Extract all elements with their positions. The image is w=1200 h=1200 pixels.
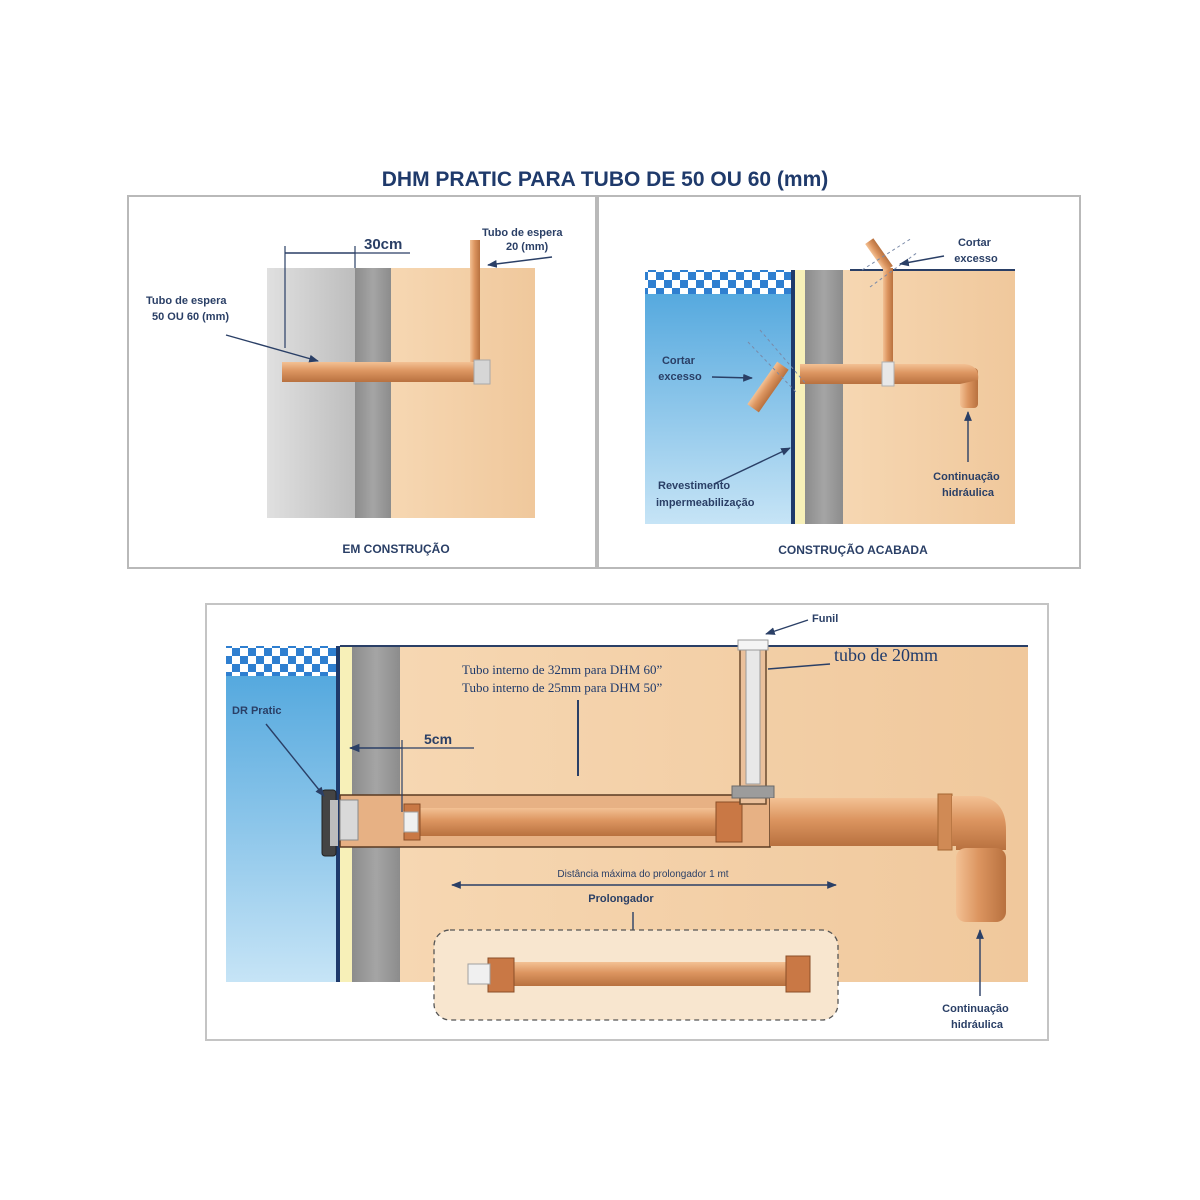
arrow-tubo-espera-20	[487, 256, 553, 268]
label-tubo-interno: Tubo interno de 32mm para DHM 60” Tubo i…	[462, 662, 666, 695]
panel-detalhe: Funil tubo de 20mm Tubo interno de 32mm …	[205, 603, 1049, 1041]
inner-tube-joint-right	[715, 801, 743, 843]
dim-5cm-label: 5cm	[424, 731, 452, 747]
inner-tube	[420, 808, 740, 836]
funnel-pipe	[745, 643, 761, 785]
arrow-cortar-top	[899, 255, 945, 267]
right-elbow-curve	[950, 364, 979, 384]
cut-piece-top	[865, 238, 893, 272]
dr-pratic-fitting-face	[330, 800, 338, 846]
panel-em-construcao: 30cm Tubo de espera 20 (mm) Tubo de espe…	[127, 195, 597, 569]
right-coating	[795, 270, 805, 524]
arrow-revestimento	[713, 447, 791, 485]
funnel-clamp	[731, 785, 775, 799]
label-revestimento: Revestimento impermeabilização	[656, 480, 755, 509]
label-continuacao-bottom: Continuação hidráulica	[942, 1003, 1012, 1031]
cut-line-top-1	[861, 237, 913, 271]
label-cortar-excesso-top: Cortar excesso	[954, 237, 998, 265]
right-pipe-joint	[881, 361, 895, 387]
prolongador-joint-right	[785, 955, 811, 993]
left-earth-light	[267, 268, 355, 518]
panel-construcao-acabada: Cortar excesso Cortar excesso Revestimen…	[597, 195, 1081, 569]
left-wall	[355, 268, 391, 518]
bottom-water	[226, 646, 336, 982]
continuation-collar	[937, 793, 953, 851]
label-prolongador: Prolongador	[588, 893, 654, 905]
dim-30cm-label: 30cm	[364, 236, 402, 253]
inner-tube-tip	[403, 811, 419, 833]
right-vertical-pipe	[883, 268, 893, 368]
right-tile-border	[645, 270, 791, 294]
caption-em-construcao: EM CONSTRUÇÃO	[342, 541, 449, 556]
cut-line-top-2	[869, 251, 919, 288]
continuation-elbow-down	[956, 848, 1006, 922]
left-pipe-end-cap	[473, 359, 491, 385]
continuation-elbow	[952, 796, 1006, 850]
arrow-dr-pratic	[265, 723, 325, 797]
label-tubo-20mm: tubo de 20mm	[834, 645, 938, 665]
arrow-tubo-espera-50	[225, 334, 319, 363]
label-funil: Funil	[812, 613, 838, 625]
label-distancia: Distância máxima do prolongador 1 mt	[557, 869, 728, 880]
label-tubo-espera-50: Tubo de espera 50 OU 60 (mm)	[146, 295, 230, 323]
left-vertical-pipe	[470, 240, 480, 365]
inner-tube-end-left	[339, 799, 359, 841]
caption-construcao-acabada: CONSTRUÇÃO ACABADA	[778, 542, 928, 557]
label-cortar-excesso-left: Cortar excesso	[658, 355, 702, 383]
left-horizontal-pipe	[282, 362, 474, 382]
funnel-top	[737, 639, 769, 651]
diagram-title: DHM PRATIC PARA TUBO DE 50 OU 60 (mm)	[382, 168, 829, 191]
prolongador-tip	[467, 963, 491, 985]
prolongador-pipe	[490, 962, 790, 986]
bottom-tile-border	[226, 646, 336, 676]
arrow-tubo-20mm	[767, 663, 831, 670]
arrow-cortar-left	[711, 373, 753, 382]
prolongador-joint-left	[487, 957, 515, 993]
continuation-pipe	[770, 798, 950, 846]
right-wall	[805, 270, 843, 524]
label-dr-pratic: DR Pratic	[232, 705, 282, 717]
right-earth	[843, 270, 1015, 524]
right-waterproofing	[791, 270, 795, 524]
cut-piece-left	[747, 361, 789, 413]
arrow-funil	[765, 619, 809, 635]
label-continuacao-right: Continuação hidráulica	[933, 471, 1003, 499]
left-earth	[391, 268, 535, 518]
label-tubo-espera-20: Tubo de espera 20 (mm)	[482, 227, 566, 253]
